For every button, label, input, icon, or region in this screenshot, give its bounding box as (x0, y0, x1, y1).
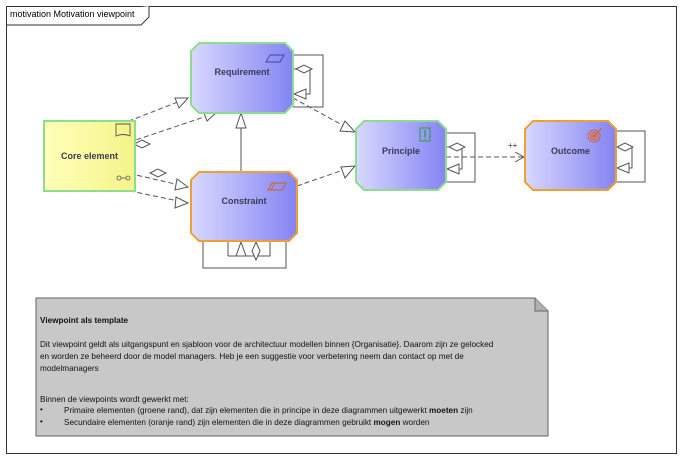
diagram-frame (6, 6, 677, 454)
note-title: Viewpoint als template (40, 316, 129, 325)
principle-icon (419, 127, 431, 142)
label-constraint: Constraint (221, 196, 267, 206)
multiplicity-principle-outcome: ++ (508, 141, 518, 150)
requirement-icon (265, 54, 285, 63)
label-outcome: Outcome (550, 146, 590, 156)
label-principle: Principle (381, 146, 420, 156)
diamond-core-b (148, 168, 168, 178)
note-box-fold (534, 298, 548, 312)
diamond-outcome-loop (615, 142, 635, 152)
outcome-icon (587, 127, 603, 143)
note-bullet-1: Primaire elementen (groene rand), dat zi… (64, 405, 473, 416)
node-principle[interactable] (355, 120, 447, 191)
arrowhead-constraint-b (174, 196, 190, 209)
core-element-icon (115, 123, 131, 137)
node-core-element[interactable] (43, 120, 136, 192)
arrowhead-principle-b (340, 165, 357, 179)
self-loop-outcome[interactable] (616, 130, 646, 183)
node-requirement[interactable] (190, 42, 294, 114)
bullet-marker-2: • (40, 417, 43, 426)
bullet-marker-1: • (40, 405, 43, 414)
diamond-requirement-loop (294, 64, 314, 74)
diamond-core-a (132, 139, 152, 149)
note-bullet-2-text: Secundaire elementen (oranje rand) zijn … (64, 418, 374, 427)
note-bullet-1-end: zijn (458, 406, 473, 415)
arrowhead-constraint-loop (235, 240, 247, 257)
arrowhead-principle-loop (445, 163, 460, 175)
arrowhead-requirement-a (174, 97, 190, 109)
note-bullet-2-end: worden (400, 418, 430, 427)
note-paragraph-1-line-2: en worden ze beheerd door de model manag… (40, 352, 464, 361)
node-constraint[interactable] (190, 171, 298, 242)
note-box-shape (35, 297, 549, 437)
self-loop-requirement[interactable] (293, 54, 324, 108)
connector-core-constraint-b[interactable] (105, 185, 189, 204)
core-link-icon (116, 175, 131, 181)
arrowhead-requirement-loop (292, 88, 307, 100)
connector-core-constraint-a[interactable] (105, 167, 189, 188)
frame-tab (6, 6, 150, 26)
connector-core-requirement-a[interactable] (105, 97, 189, 131)
arrowhead-requirement-specialization (235, 111, 247, 129)
diamond-constraint-loop (251, 240, 261, 262)
note-bullet-2: Secundaire elementen (oranje rand) zijn … (64, 417, 429, 428)
label-requirement: Requirement (214, 67, 270, 77)
note-bullet-1-emphasis: moeten (429, 406, 459, 415)
constraint-icon (267, 182, 287, 191)
note-bullet-1-text: Primaire elementen (groene rand), dat zi… (64, 406, 429, 415)
label-core-element: Core element (60, 151, 119, 161)
arrowhead-outcome-loop (615, 162, 630, 174)
note-paragraph-1-line-3: modelmanagers (40, 364, 99, 373)
arrowhead-principle-a (339, 120, 357, 133)
note-paragraph-1-line-1: Dit viewpoint geldt als uitgangspunt en … (40, 340, 494, 349)
diamond-principle-loop (447, 142, 467, 152)
node-outcome[interactable] (524, 120, 617, 191)
note-bullet-2-emphasis: mogen (373, 418, 401, 427)
arrowhead-constraint-a (174, 178, 190, 191)
note-paragraph-2: Binnen de viewpoints wordt gewerkt met: (40, 395, 189, 404)
frame-title: motivation Motivation viewpoint (10, 9, 135, 19)
